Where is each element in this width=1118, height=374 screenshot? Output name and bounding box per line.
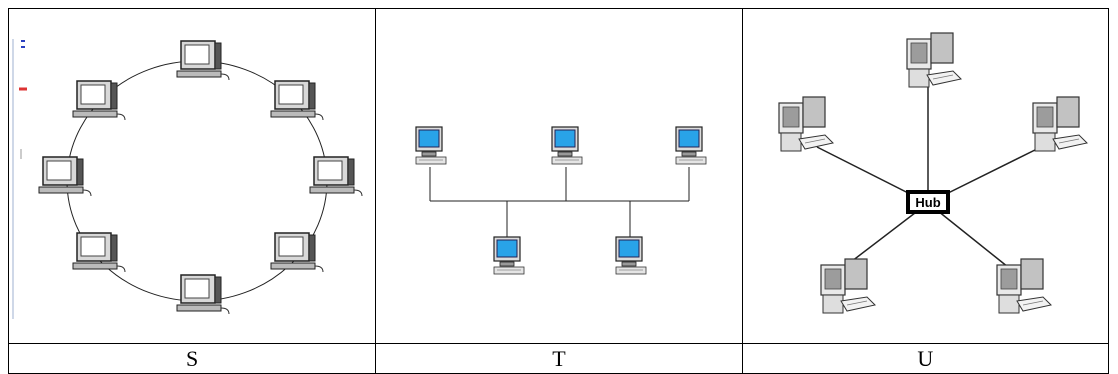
- bus-computer-2: [551, 126, 583, 165]
- bus-computer-3: [675, 126, 707, 165]
- ring-computer-right: [309, 156, 363, 197]
- ring-computer-upper-right: [270, 80, 324, 121]
- star-link-lower-right: [927, 202, 1014, 272]
- bus-topology-diagram: [415, 126, 707, 275]
- caption-s: S: [7, 343, 377, 374]
- ring-computer-lower-left: [72, 232, 126, 273]
- hub-box-inner: [909, 194, 946, 210]
- ring-computer-upper-left: [72, 80, 126, 121]
- bus-topology-cell: [375, 8, 743, 344]
- hub-label: Hub: [915, 195, 940, 210]
- ring-topology-diagram: [12, 39, 363, 319]
- ring-computer-lower-right: [270, 232, 324, 273]
- ring-computer-top: [176, 40, 230, 81]
- ring-computer-left: [38, 156, 92, 197]
- bus-computer-4: [493, 236, 525, 275]
- star-topology-diagram: Hub: [778, 32, 1088, 314]
- bus-computer-5: [615, 236, 647, 275]
- caption-t: T: [375, 343, 743, 374]
- star-topology-cell: Hub: [741, 8, 1110, 344]
- star-computer-upper-right: [1032, 96, 1088, 152]
- caption-u: U: [741, 343, 1110, 374]
- bus-computer-1: [415, 126, 447, 165]
- ring-computer-bottom: [176, 274, 230, 315]
- star-computer-upper-left: [778, 96, 834, 152]
- star-computer-lower-right: [996, 258, 1052, 314]
- ring-topology-cell: [7, 8, 377, 344]
- star-computer-lower-left: [820, 258, 876, 314]
- star-computer-top: [906, 32, 962, 88]
- topology-table: Hub S T U: [7, 8, 1110, 374]
